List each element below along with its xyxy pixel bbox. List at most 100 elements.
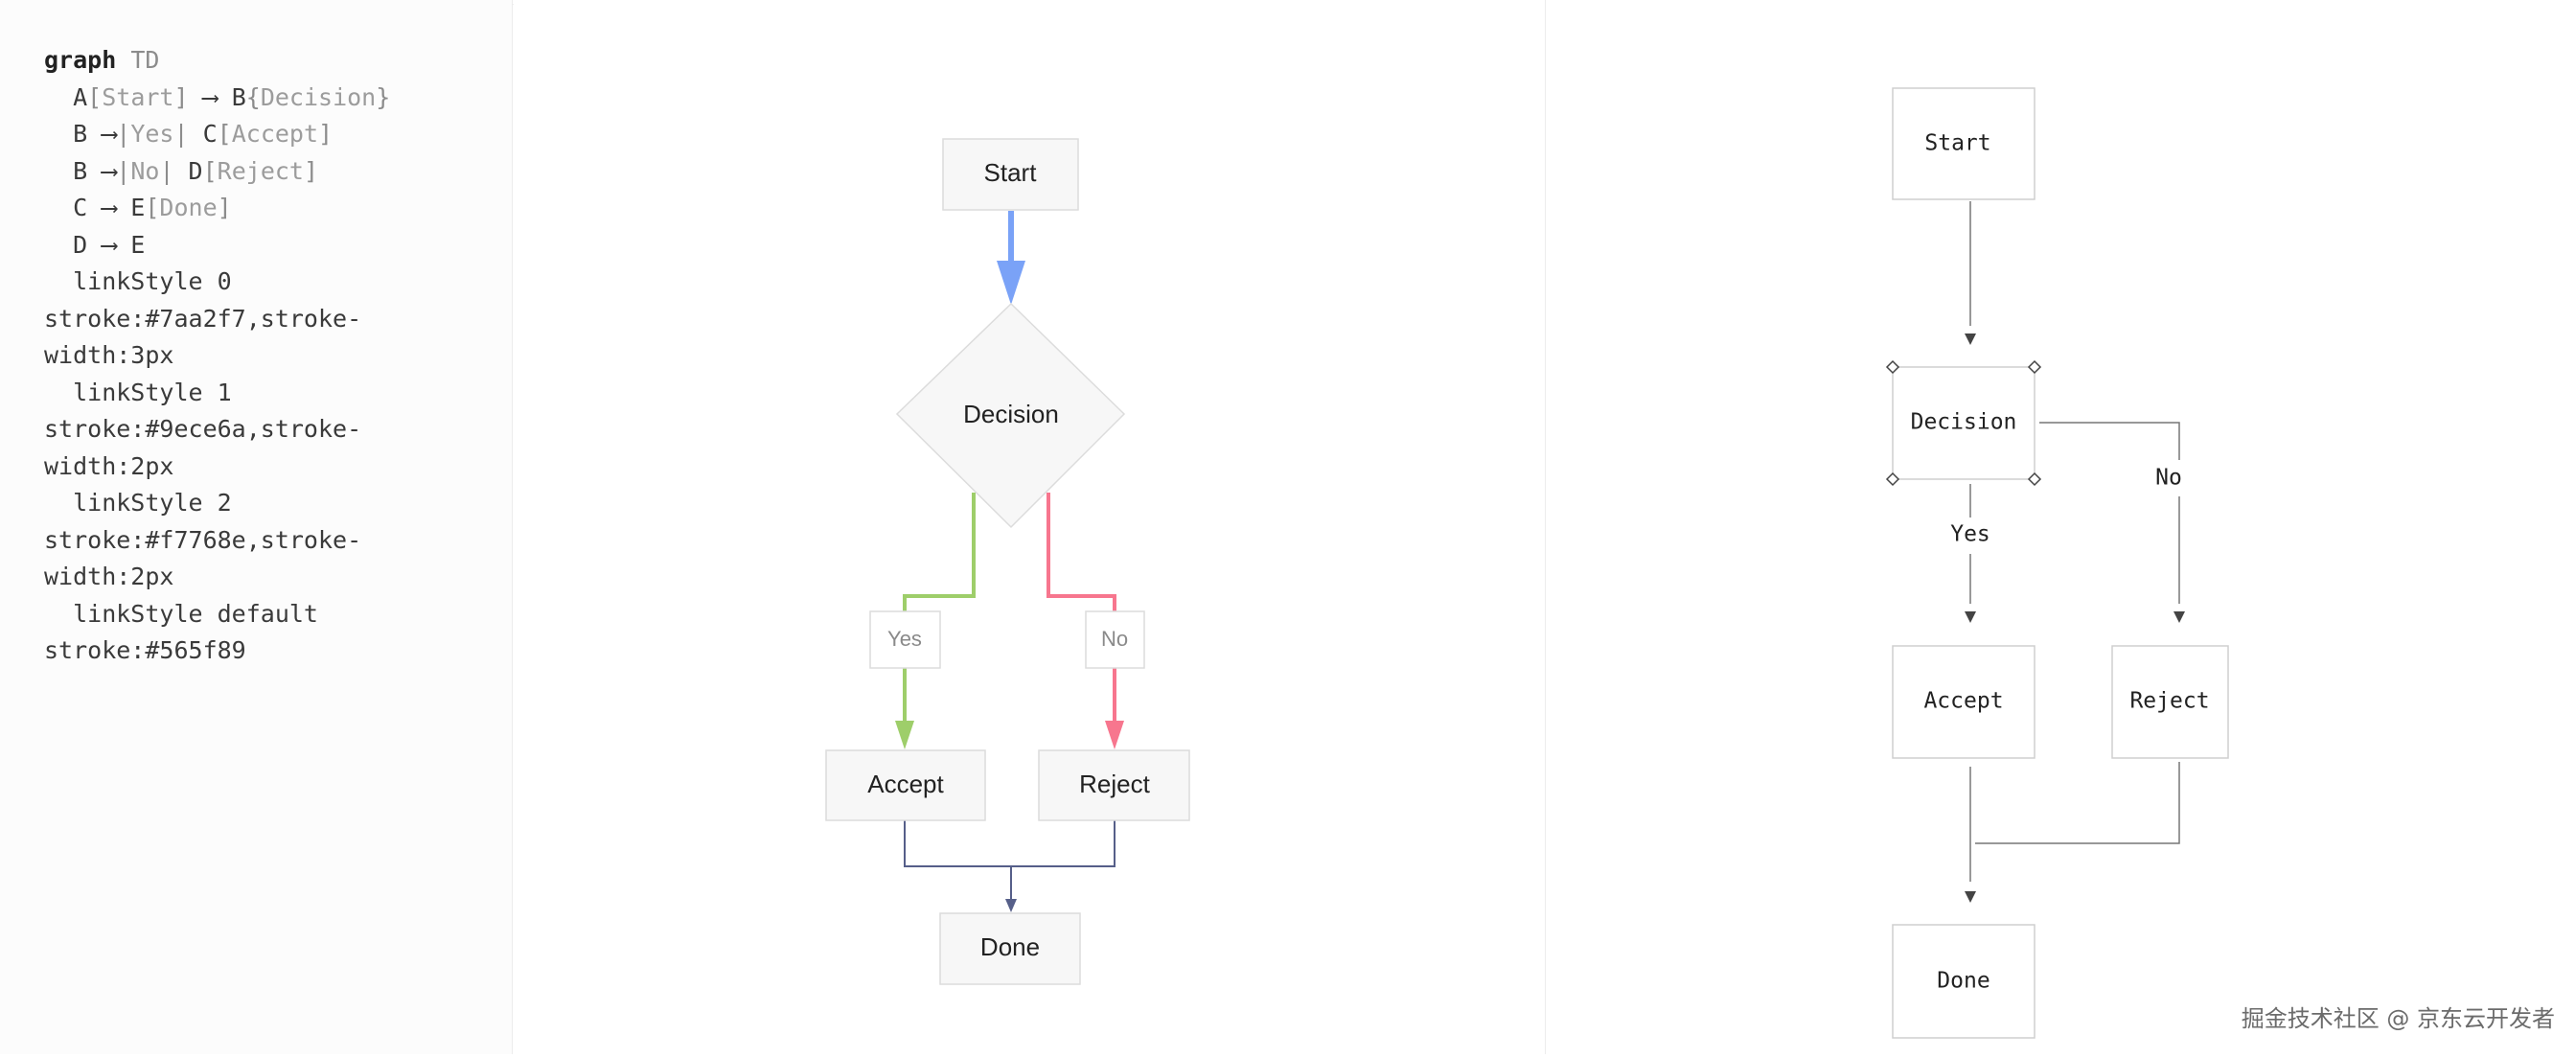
code-token: C ⟶ E [44,194,146,221]
node-decision [895,302,1126,529]
code-line: width:3px [44,337,390,375]
ascii-edge-decision-reject [2039,422,2180,460]
code-line: C ⟶ E[Done] [44,190,390,227]
ascii-node-start [1892,87,2036,200]
code-line: graph TD [44,42,390,80]
code-token: D [173,156,203,185]
code-token: B ⟶ [44,120,117,148]
node-done [939,912,1081,985]
code-token: linkStyle default [44,599,318,628]
code-token: width:2px [44,563,174,590]
code-line: linkStyle 1 [44,375,390,412]
code-token: [ [202,156,218,185]
code-token: B ⟶ [44,156,117,185]
edge-decision-reject-arrow [1105,721,1124,749]
node-start-label: Start [984,158,1038,187]
code-token: graph [44,46,117,74]
node-decision-label: Decision [963,400,1059,428]
code-token: ] [173,82,189,111]
code-line: B ⟶|Yes| C[Accept] [44,116,390,153]
code-line: A[Start] ⟶ B{Decision} [44,80,390,117]
ascii-node-accept [1892,645,2036,759]
edge-label-no: No [1101,627,1128,651]
ascii-edge-label-no: No [2155,466,2182,491]
node-reject-label: Reject [1079,770,1150,798]
code-token: Reject [217,156,304,185]
code-token: | [173,120,189,148]
code-token: { [245,82,261,111]
node-reject [1038,749,1190,821]
edge-decision-reject [1046,493,1116,724]
code-line: linkStyle 0 [44,264,390,301]
ascii-decision-corner-tl [1885,359,1900,375]
code-token: } [376,82,391,111]
code-token: linkStyle 1 [44,378,232,406]
ascii-flowchart: Start Decision Yes No Accept Reject Done [1885,87,2229,1039]
edge-label-yes-box [869,610,941,669]
ascii-node-accept-label: Accept [1923,689,2003,714]
ascii-edge-label-yes: Yes [1950,522,1990,547]
code-token: Done [159,194,218,221]
code-line: stroke:#9ece6a,stroke- [44,411,390,448]
node-accept-label: Accept [867,770,944,798]
code-token: [ [217,120,232,148]
ascii-node-done [1892,924,2036,1039]
edge-to-done-arrow [1005,899,1017,912]
code-token: width:3px [44,341,174,369]
code-token: TD [116,46,160,74]
ascii-decision-corner-tr [2027,359,2042,375]
code-token: | [159,156,174,185]
ascii-arrow-done [1965,891,1976,903]
edge-label-yes: Yes [887,627,922,651]
code-line: width:2px [44,559,390,596]
code-token: [ [145,194,160,221]
node-done-label: Done [980,932,1040,961]
edge-accept-done [904,820,1012,907]
ascii-decision-corner-bl [1885,472,1900,487]
code-token: stroke:#7aa2f7,stroke- [44,304,362,333]
ascii-node-reject-label: Reject [2129,689,2209,714]
code-panel: graph TD A[Start] ⟶ B{Decision} B ⟶|Yes|… [0,0,513,1054]
code-token: Decision [260,82,377,111]
code-token: [ [87,82,103,111]
rendered-flowchart: Start Decision Yes No Accept Reject Done [825,138,1190,985]
code-line: linkStyle default [44,596,390,633]
ascii-node-decision-label: Decision [1911,410,2017,435]
code-token: linkStyle 2 [44,489,232,517]
code-token: D ⟶ E [44,230,146,259]
code-token: C [188,120,218,148]
edge-decision-accept [903,493,976,724]
code-token: Start [102,82,174,111]
code-token: No [130,156,160,185]
ascii-node-start-label: Start [1924,131,1990,156]
code-token: A [44,82,88,111]
node-accept [825,749,986,821]
code-token: ] [217,194,232,221]
ascii-arrow-decision [1965,334,1976,345]
ascii-node-reject [2111,645,2229,759]
code-line: stroke:#565f89 [44,632,390,670]
code-token: Yes [130,120,174,148]
code-line: stroke:#f7768e,stroke- [44,522,390,560]
edge-label-no-box [1085,610,1145,669]
edge-start-decision-arrow [997,261,1025,305]
code-token: | [116,156,131,185]
node-start [942,138,1079,211]
ascii-node-decision [1892,366,2036,480]
ascii-diagram-panel: Start Decision Yes No Accept Reject Done [1545,0,2576,1054]
ascii-arrow-accept [1965,611,1976,623]
code-token: stroke:#f7768e,stroke- [44,525,362,554]
code-token: | [116,120,131,148]
code-token: stroke:#9ece6a,stroke- [44,415,362,443]
mermaid-source-code: graph TD A[Start] ⟶ B{Decision} B ⟶|Yes|… [44,42,390,670]
code-line: stroke:#7aa2f7,stroke- [44,301,390,338]
code-line: D ⟶ E [44,227,390,264]
watermark: 掘金技术社区 @ 京东云开发者 [2241,1005,2555,1032]
edge-reject-done [1011,820,1116,867]
code-token: ] [318,120,334,148]
code-line: width:2px [44,448,390,486]
code-line: B ⟶|No| D[Reject] [44,153,390,191]
ascii-arrow-reject [2174,611,2185,623]
ascii-node-done-label: Done [1937,969,1990,994]
edge-decision-accept-arrow [895,721,914,749]
